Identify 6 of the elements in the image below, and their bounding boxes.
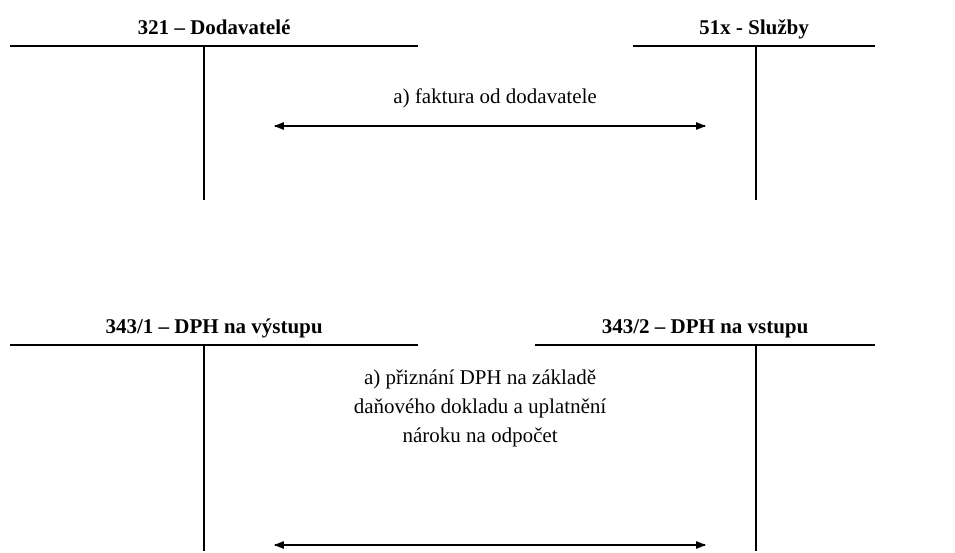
double-arrow	[274, 541, 706, 549]
account-title: 51x - Služby	[698, 14, 810, 40]
double-arrow	[274, 122, 706, 130]
account-title: 321 – Dodavatelé	[136, 14, 292, 40]
account-title: 343/2 – DPH na vstupu	[600, 313, 810, 339]
account-title: 343/1 – DPH na výstupu	[104, 313, 324, 339]
